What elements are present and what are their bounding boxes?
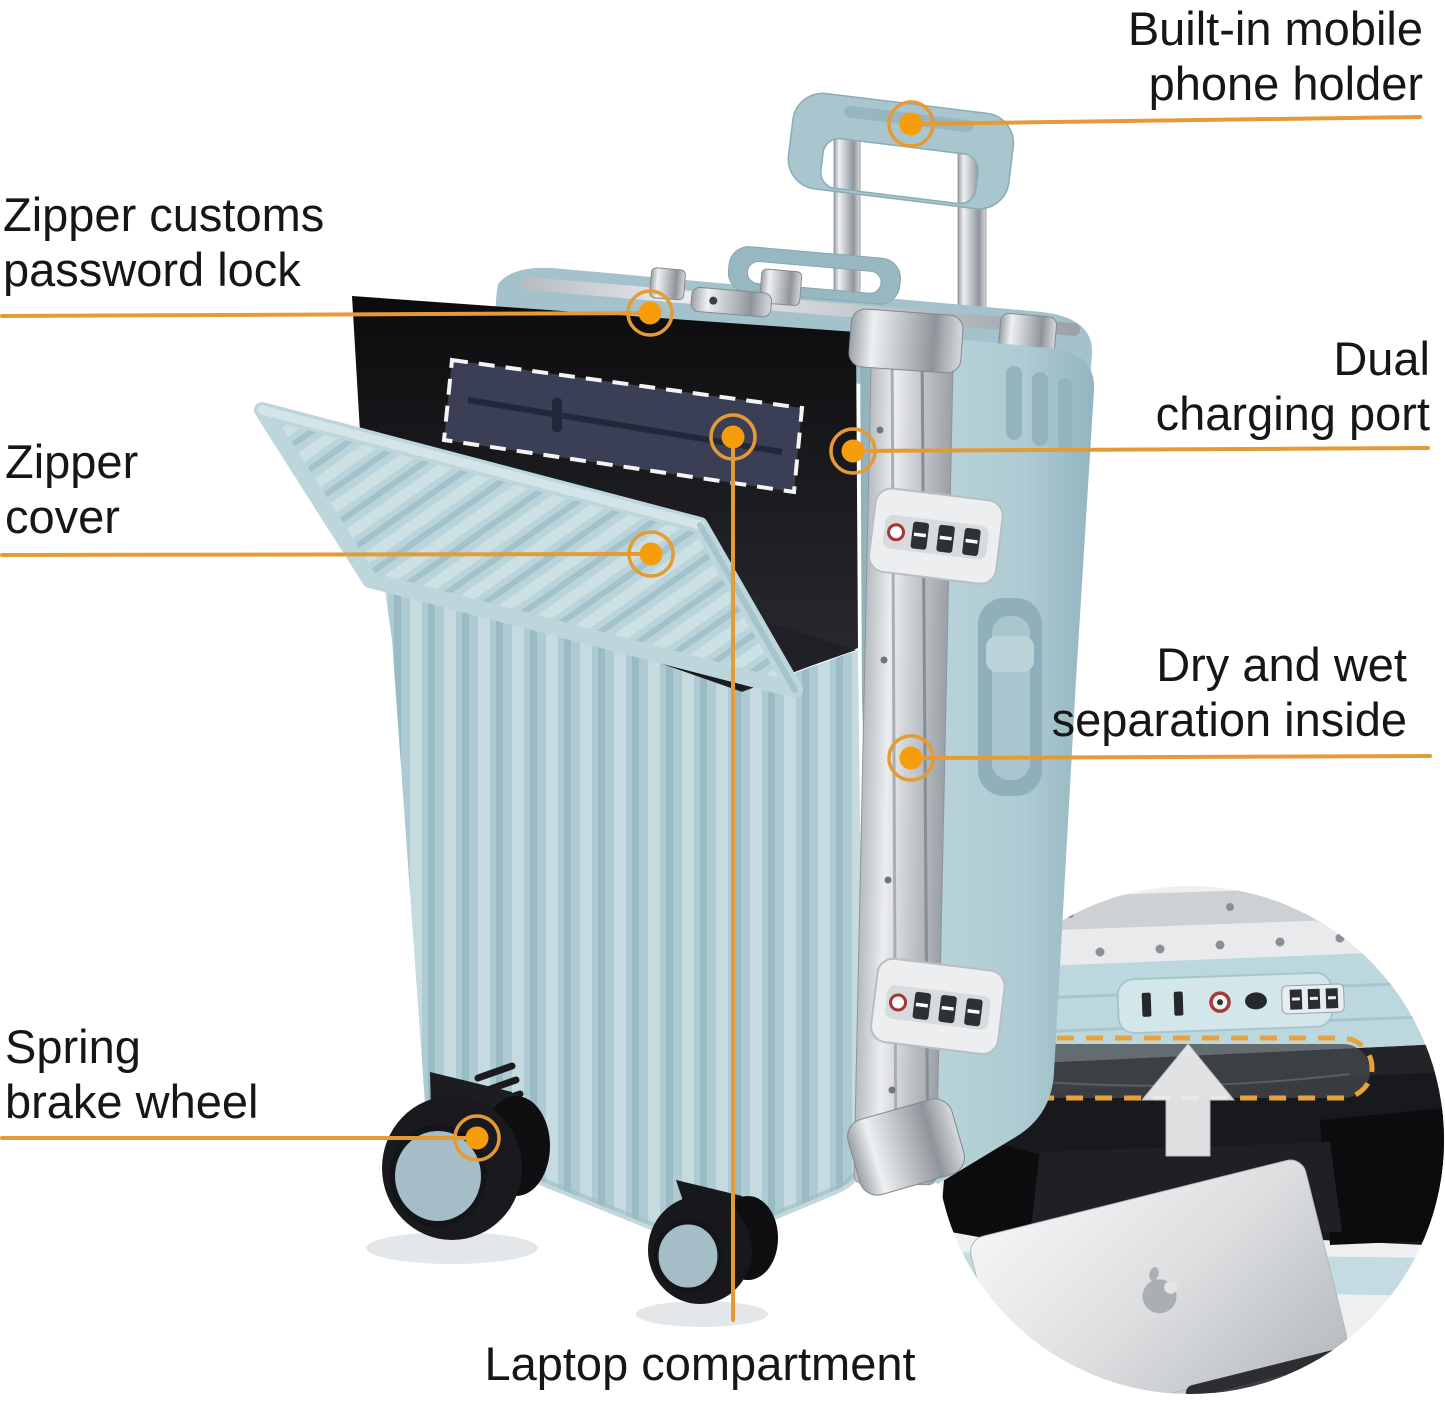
side-grooves	[1006, 366, 1072, 450]
suitcase-illustration	[254, 92, 1095, 1327]
label-line: cover	[5, 490, 120, 543]
up-arrow	[1140, 1043, 1236, 1157]
inset-photo-circle	[936, 886, 1444, 1394]
callout-marker-dry-wet	[887, 734, 935, 782]
zipper-cover-flap	[254, 402, 803, 698]
callout-line-dual-charging	[851, 446, 1430, 453]
label-line: Zipper	[5, 435, 139, 488]
callout-line-dry-wet	[909, 754, 1432, 760]
callout-label-laptop: Laptop compartment	[420, 1336, 980, 1391]
label-line: Spring	[5, 1020, 141, 1073]
callout-label-phone-holder: Built-in mobile phone holder	[1128, 1, 1423, 111]
label-line: Built-in mobile	[1127, 2, 1423, 55]
zipper-lock-housing	[690, 287, 772, 318]
label-line: charging port	[1155, 387, 1430, 440]
apple-logo	[1142, 1267, 1178, 1314]
tsa-lock	[868, 487, 1004, 585]
callout-overlay	[0, 115, 1432, 1322]
laptop-pocket-outline	[441, 357, 805, 495]
callout-line-phone-holder	[909, 115, 1422, 126]
usb-port-icon	[1173, 991, 1184, 1016]
inset-side-bag	[1320, 1108, 1444, 1245]
callout-marker-zipper-cover	[627, 530, 675, 578]
label-line: password lock	[3, 243, 301, 296]
callout-marker-laptop	[709, 413, 757, 461]
label-line: Dual	[1333, 332, 1430, 385]
spring-brake-wheel	[382, 1062, 550, 1240]
usb-panel	[1116, 971, 1345, 1035]
front-wheel	[648, 1180, 778, 1304]
callout-label-dual-charging: Dual charging port	[1156, 331, 1430, 441]
usb-port-icon	[1141, 992, 1152, 1017]
suitcase-front-face	[361, 430, 864, 1239]
callout-label-spring-wheel: Spring brake wheel	[5, 1019, 258, 1129]
aluminum-frame	[847, 308, 1006, 1196]
callout-marker-phone-holder	[887, 100, 935, 148]
frame-corner-brace	[847, 1098, 965, 1196]
label-line: Laptop compartment	[484, 1337, 916, 1390]
callout-label-zipper-lock: Zipper customs password lock	[3, 187, 324, 297]
telescopic-handle	[787, 92, 1015, 210]
callout-marker-zipper-lock	[626, 289, 674, 337]
tsa-lock	[870, 957, 1006, 1056]
callout-label-dry-wet: Dry and wet separation inside	[1052, 637, 1407, 747]
lock-button-icon	[1244, 992, 1267, 1010]
label-line: Zipper customs	[3, 188, 325, 241]
callout-label-zipper-cover: Zipper cover	[5, 434, 138, 544]
callout-line-zipper-cover	[0, 552, 653, 557]
side-handle	[978, 598, 1042, 796]
label-line: Dry and wet	[1156, 638, 1407, 691]
label-line: phone holder	[1148, 57, 1423, 110]
callout-marker-dual-charging	[829, 427, 877, 475]
frame-corner-brace	[848, 308, 964, 374]
callout-marker-spring-wheel	[453, 1114, 501, 1162]
callout-markers	[453, 100, 935, 1162]
callout-line-zipper-lock	[0, 311, 652, 318]
label-line: brake wheel	[5, 1075, 259, 1128]
label-line: separation inside	[1051, 693, 1407, 746]
